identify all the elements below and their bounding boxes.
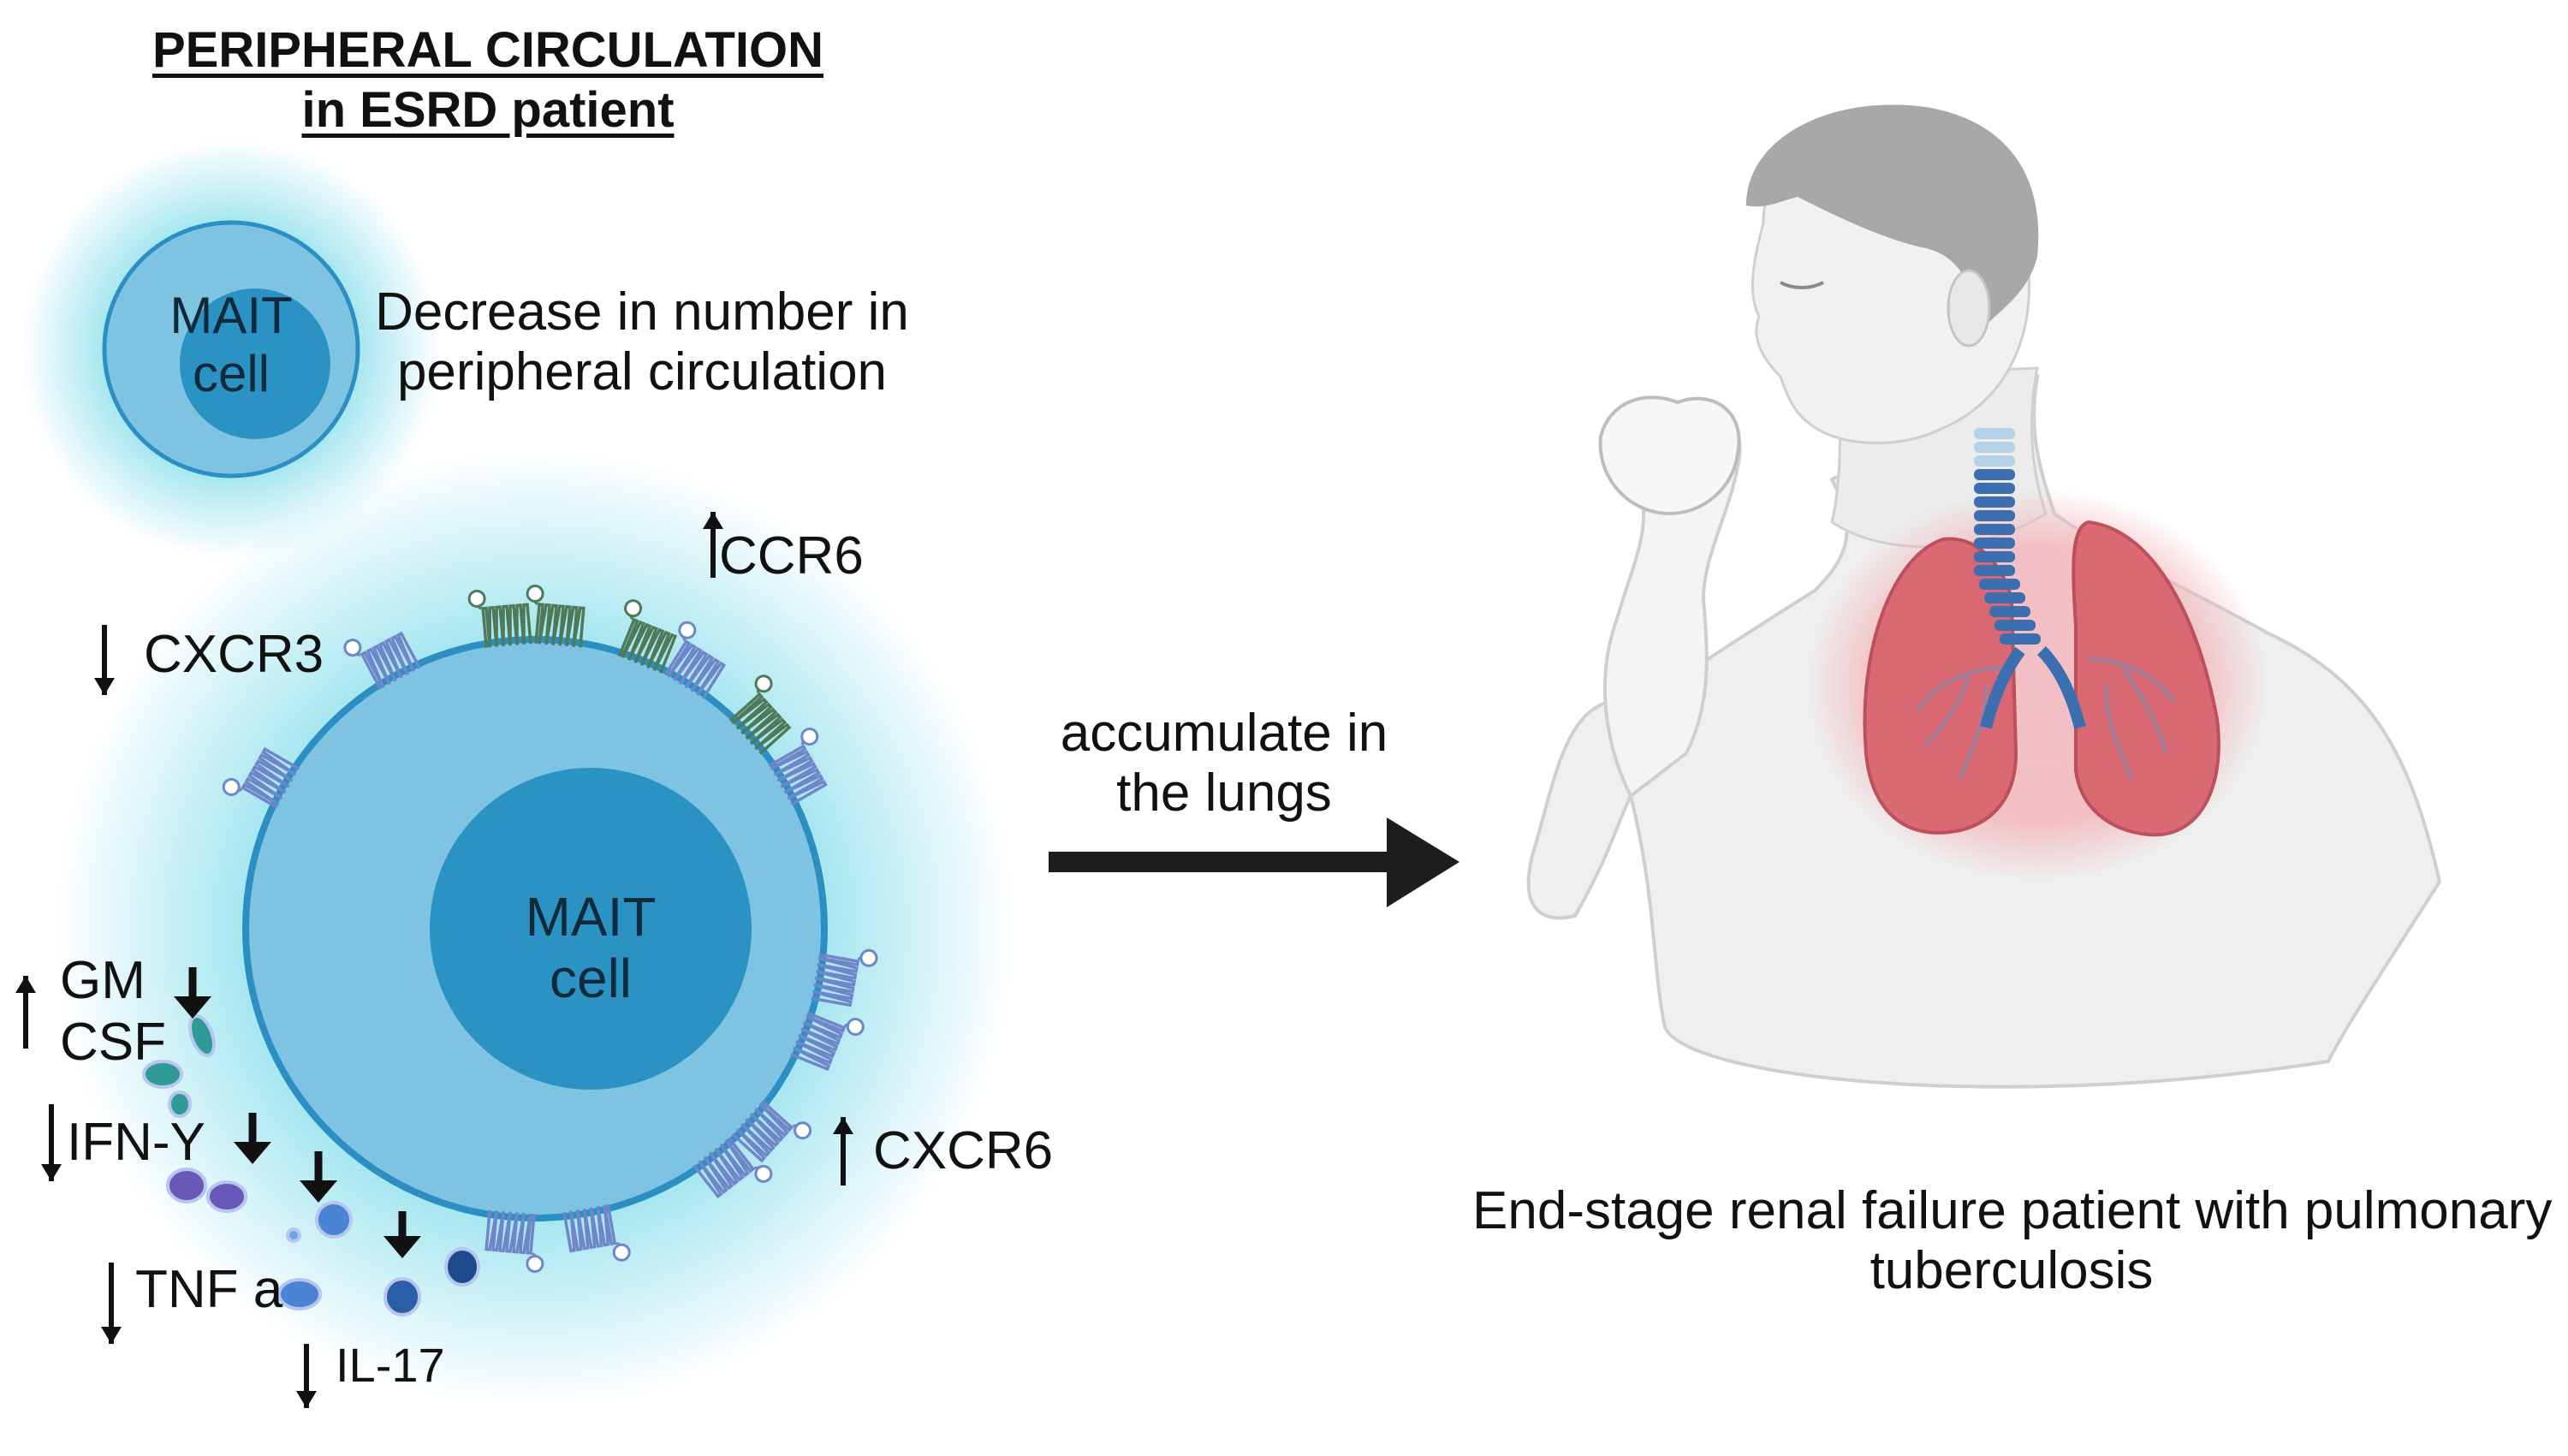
cxcr6-label: CXCR6: [873, 1121, 1054, 1180]
up-arrow-icon: [15, 976, 36, 1049]
big-cell-label-line-1: MAIT: [525, 886, 657, 948]
big-mait-cell: [56, 449, 1014, 1408]
patient-figure: [1526, 104, 2442, 1089]
cxcr3-label: CXCR3: [144, 625, 324, 684]
diagram-title: PERIPHERAL CIRCULATION in ESRD patient: [111, 21, 865, 140]
tnf-label: TNF a: [135, 1260, 283, 1319]
right-lung: [2072, 520, 2220, 837]
receptor: [467, 589, 532, 648]
accumulate-label-line-1: accumulate in: [1060, 704, 1388, 763]
receptor: [526, 585, 586, 648]
il17-label: IL-17: [336, 1338, 445, 1392]
big-cell-label: MAIT cell: [488, 886, 693, 1009]
receptor: [663, 621, 727, 700]
gm-csf-label: GM CSF: [60, 950, 166, 1073]
decrease-note-line-1: Decrease in number in: [375, 282, 909, 342]
secretion-arrow-icon: [383, 1211, 421, 1258]
accumulate-label: accumulate in the lungs: [1010, 704, 1438, 823]
up-arrow-icon: [703, 512, 723, 578]
cytokine-group: [142, 1014, 480, 1316]
accumulate-label-line-2: the lungs: [1116, 764, 1332, 823]
big-cell-label-line-2: cell: [549, 948, 633, 1009]
cytokine-droplet: [277, 1278, 322, 1310]
receptor-group: [222, 585, 878, 1273]
down-arrow-icon: [296, 1344, 317, 1408]
patient-fist: [1598, 395, 1741, 516]
secretion-arrow-icon: [174, 967, 211, 1019]
gm-csf-line-1: GM: [60, 951, 146, 1010]
expression-arrows: [15, 512, 853, 1408]
secretion-arrow-icon: [300, 1151, 337, 1203]
trachea: [1974, 428, 2086, 729]
decrease-note: Decrease in number in peripheral circula…: [368, 282, 916, 402]
cytokine-droplet: [142, 1060, 183, 1089]
small-cell-label: MAIT cell: [146, 287, 317, 403]
down-arrow-icon: [41, 1104, 62, 1181]
ifn-label: IFN-Y: [67, 1113, 205, 1172]
cytokine-droplet: [315, 1201, 353, 1239]
cytokine-droplet: [383, 1277, 421, 1316]
ccr6-label: CCR6: [719, 526, 864, 585]
receptor: [728, 675, 792, 755]
receptor: [562, 1203, 631, 1262]
receptor: [343, 631, 421, 690]
cytokine-droplet: [166, 1168, 207, 1203]
cytokine-droplet: [168, 1091, 192, 1118]
patient-caption: End-stage renal failure patient with pul…: [1472, 1181, 2553, 1301]
cytokine-droplet: [206, 1180, 247, 1213]
gm-csf-line-2: CSF: [60, 1013, 166, 1072]
receptor: [811, 948, 878, 1007]
receptor: [484, 1209, 544, 1273]
small-mait-cell: [21, 140, 441, 559]
small-cell-label-line-2: cell: [192, 345, 270, 402]
receptor: [768, 728, 828, 806]
receptor: [617, 599, 678, 674]
down-arrow-icon: [101, 1263, 122, 1344]
patient-caption-line-1: End-stage renal failure patient with pul…: [1472, 1181, 2553, 1240]
receptor: [222, 746, 300, 809]
cytokine-droplet: [286, 1227, 301, 1243]
title-line-2: in ESRD patient: [301, 82, 675, 138]
secretion-arrow-icon: [234, 1113, 271, 1164]
patient-caption-line-2: tuberculosis: [1870, 1241, 2154, 1300]
title-line-1: PERIPHERAL CIRCULATION: [152, 22, 824, 78]
cytokine-droplet: [444, 1247, 480, 1287]
receptor: [731, 1100, 812, 1163]
receptor: [693, 1137, 773, 1199]
small-cell-label-line-1: MAIT: [169, 287, 293, 344]
receptor: [790, 1011, 865, 1072]
decrease-note-line-2: peripheral circulation: [396, 342, 888, 401]
down-arrow-icon: [94, 625, 115, 695]
up-arrow-icon: [833, 1117, 853, 1186]
cytokine-droplet: [188, 1014, 216, 1057]
accumulate-arrow: [1049, 817, 1459, 907]
